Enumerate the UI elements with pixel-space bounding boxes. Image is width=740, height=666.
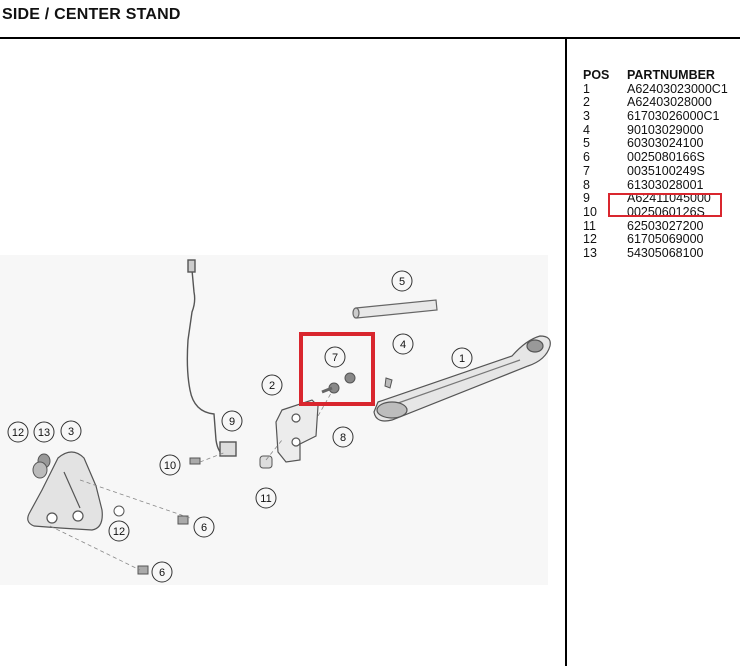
pos-cell: 13 [583,245,597,260]
pos-cell: 5 [583,136,590,151]
callout-11: 11 [260,493,271,505]
pos-cell: 11 [583,218,596,233]
pos-cell: 2 [583,95,590,110]
spacer-sleeve [259,455,273,469]
partnumber-cell: 60303024100 [627,136,704,151]
table-row[interactable]: 6 0025080166S [583,150,728,165]
callout-4: 4 [400,339,406,351]
partnumber-cell: A62403023000C1 [627,81,728,96]
partnumber-cell: 90103029000 [627,122,704,137]
table-row[interactable]: 13 54305068100 [583,245,728,261]
diagram-background [0,255,548,585]
header-rule [0,37,740,39]
side-stand-leg [373,335,551,422]
callout-12a: 12 [12,427,24,439]
partnumber-header: PARTNUMBER [627,68,715,82]
partnumber-cell: A62403028000 [627,95,712,110]
partnumber-cell: 0035100249S [627,163,705,178]
pos-cell: 1 [583,81,590,96]
callout-bubbles [7,270,473,583]
exploded-parts-diagram: 1 2 3 4 5 6 6 7 8 9 10 11 12 12 13 [0,255,551,585]
parts-table-header: POS PARTNUMBER [583,68,728,83]
pos-header: POS [583,68,610,82]
pos-cell: 10 [583,204,597,219]
parts-table: POS PARTNUMBER 1 A62403023000C1 2 A62403028… [583,68,728,261]
callout-3: 3 [68,426,74,438]
callout-6a: 6 [201,522,207,534]
callout-2: 2 [269,380,275,392]
partnumber-cell: 61303028001 [627,177,704,192]
page-title: SIDE / CENTER STAND [2,6,181,23]
callout-13: 13 [38,427,50,439]
pos-cell: 6 [583,150,590,165]
screw-10 [189,457,201,465]
callout-1: 1 [459,353,465,365]
pos-cell: 4 [583,122,590,137]
table-row[interactable]: 5 60303024100 [583,137,728,151]
column-divider [565,38,567,666]
callout-9: 9 [229,416,235,428]
pos-cell: 3 [583,109,590,124]
screws-6 [137,515,189,575]
callout-labels: 1 2 3 4 5 6 6 7 8 9 10 11 12 12 13 [12,276,465,579]
table-row[interactable]: 11 62503027200 [583,218,728,234]
diagram-highlight-box [299,332,375,406]
table-row-highlighted[interactable]: 7 0035100249S [583,163,728,179]
sensor-cable [186,259,237,457]
table-row[interactable]: 12 61705069000 [583,233,728,247]
callout-8: 8 [340,432,346,444]
table-row[interactable]: 2 A62403028000 [583,96,728,110]
parts-row-highlight [608,193,722,217]
bushings [32,453,125,517]
table-row[interactable]: 1 A62403023000C1 [583,81,728,97]
partnumber-cell: 61705069000 [627,232,704,247]
partnumber-cell: 61703026000C1 [627,109,720,124]
partnumber-cell: 54305068100 [627,245,704,260]
mounting-bracket [27,451,103,531]
callout-12b: 12 [113,526,125,538]
small-spring-part [384,377,393,389]
partnumber-cell: 0025080166S [627,150,705,165]
pos-cell: 8 [583,177,590,192]
table-row[interactable]: 3 61703026000C1 [583,109,728,124]
callout-6b: 6 [159,567,165,579]
callout-10: 10 [164,460,176,472]
table-row[interactable]: 4 90103029000 [583,122,728,138]
pos-cell: 12 [583,232,597,247]
partnumber-cell: 62503027200 [627,218,704,233]
callout-5: 5 [399,276,405,288]
pos-cell: 9 [583,191,590,206]
pos-cell: 7 [583,163,590,178]
callout-7: 7 [332,352,338,364]
table-row[interactable]: 8 61303028001 [583,177,728,193]
stand-pin [352,299,438,319]
